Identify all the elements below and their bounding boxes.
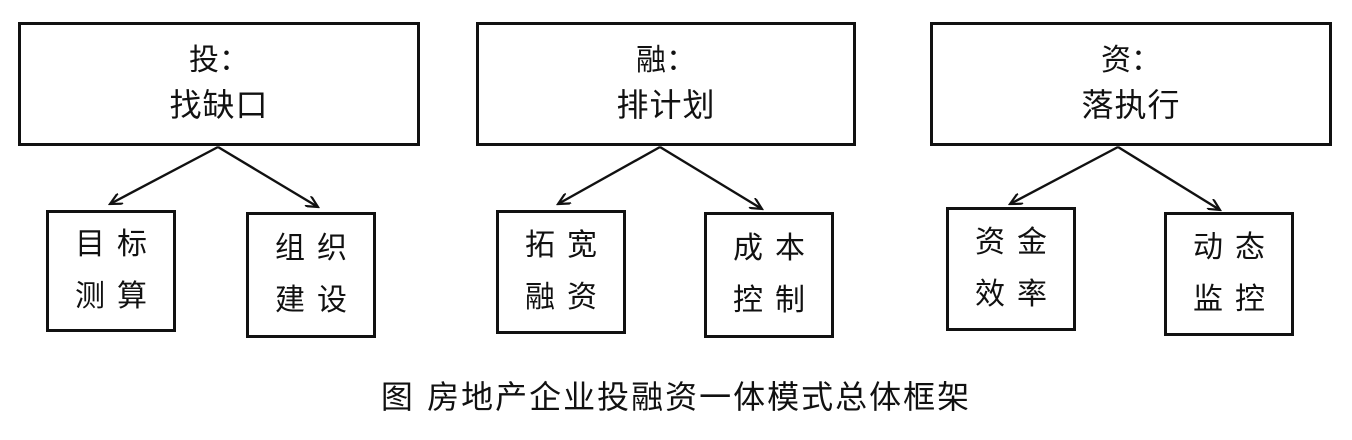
box-rong-title: 融： (636, 43, 696, 78)
arrow-zi-to-zijin (1010, 145, 1119, 204)
box-zijin-line2: 效率 (975, 277, 1059, 312)
arrow-tou-to-mubiao (110, 145, 219, 204)
box-rong-subtitle: 排计划 (616, 86, 716, 124)
box-tuokuan-line2: 融资 (525, 280, 609, 315)
box-chengben-line2: 控制 (733, 283, 817, 318)
arrow-rong-to-tuokuan (558, 145, 661, 204)
box-zi: 资： 落执行 (930, 22, 1332, 146)
box-zijin-line1: 资金 (975, 225, 1059, 260)
box-dongtai-line1: 动态 (1193, 230, 1277, 265)
box-mubiao-cesuan: 目标 测算 (46, 210, 176, 332)
box-chengben-kongzhi: 成本 控制 (704, 212, 834, 338)
arrow-tou-to-zuzhi (217, 145, 318, 207)
box-tou-subtitle: 找缺口 (169, 86, 269, 124)
box-dongtai-line2: 监控 (1193, 282, 1277, 317)
box-chengben-line1: 成本 (733, 231, 817, 266)
box-zijin-xiaolv: 资金 效率 (946, 207, 1076, 331)
box-tuokuan-line1: 拓宽 (525, 228, 609, 263)
box-zuzhi-line1: 组织 (275, 231, 359, 266)
box-tuokuan-rongzi: 拓宽 融资 (496, 210, 626, 334)
box-zi-subtitle: 落执行 (1081, 86, 1181, 124)
box-zuzhi-jianshe: 组织 建设 (246, 212, 376, 338)
box-mubiao-line1: 目标 (75, 227, 159, 262)
box-rong: 融： 排计划 (476, 22, 856, 146)
box-tou-title: 投： (189, 43, 249, 78)
arrow-zi-to-dongtai (1117, 145, 1220, 210)
box-zi-title: 资： (1101, 43, 1161, 78)
arrow-rong-to-chengben (659, 145, 762, 209)
box-dongtai-jiankong: 动态 监控 (1164, 212, 1294, 336)
box-tou: 投： 找缺口 (18, 22, 420, 146)
box-mubiao-line2: 测算 (75, 279, 159, 314)
box-zuzhi-line2: 建设 (275, 283, 359, 318)
figure-caption: 图 房地产企业投融资一体模式总体框架 (380, 378, 972, 416)
